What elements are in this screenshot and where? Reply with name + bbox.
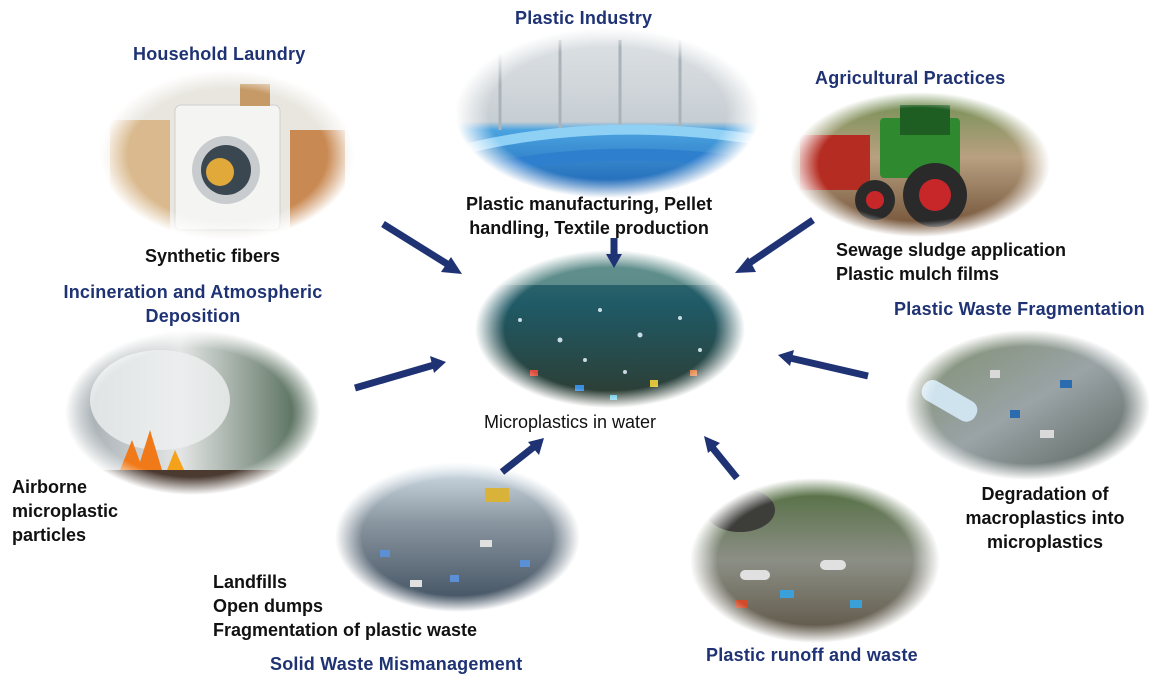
plastic-industry-line-2: handling, Textile production bbox=[469, 218, 709, 238]
incineration-line-1: Airborne bbox=[12, 477, 88, 497]
arrow-fragmentation bbox=[778, 350, 869, 380]
household-laundry-image bbox=[100, 70, 355, 240]
incineration-image bbox=[65, 330, 320, 495]
plastic-runoff-title: Plastic runoff and waste bbox=[706, 645, 918, 665]
plastic-industry-description: Plastic manufacturing, Pellet handling, … bbox=[466, 192, 712, 240]
incineration-line-3: particles bbox=[12, 525, 87, 545]
arrow-solid-waste bbox=[499, 438, 544, 475]
incineration-line-2: microplastic bbox=[12, 501, 119, 521]
agricultural-practices-title: Agricultural Practices bbox=[815, 68, 1006, 88]
household-laundry-title: Household Laundry bbox=[133, 44, 306, 64]
solid-waste-line-2: Open dumps bbox=[213, 596, 324, 616]
household-laundry-line: Synthetic fibers bbox=[145, 246, 281, 266]
solid-waste-mismanagement-title: Solid Waste Mismanagement bbox=[270, 654, 523, 674]
plastic-industry-title: Plastic Industry bbox=[515, 8, 653, 28]
plastic-waste-fragmentation-image bbox=[905, 330, 1150, 480]
household-laundry-description: Synthetic fibers bbox=[145, 244, 280, 268]
incineration-title-line-2: Deposition bbox=[145, 306, 241, 326]
arrows bbox=[354, 217, 869, 481]
agricultural-practices-image bbox=[790, 92, 1050, 237]
incineration-title: Incineration and Atmospheric Deposition bbox=[52, 280, 334, 328]
agricultural-line-1: Sewage sludge application bbox=[836, 240, 1067, 260]
solid-waste-mismanagement-image bbox=[335, 462, 580, 612]
agricultural-line-2: Plastic mulch films bbox=[836, 264, 1000, 284]
incineration-title-line-1: Incineration and Atmospheric bbox=[63, 282, 323, 302]
fragmentation-line-1: Degradation of bbox=[981, 484, 1109, 504]
plastic-waste-fragmentation-description: Degradation of macroplastics into microp… bbox=[960, 482, 1130, 554]
solid-waste-line-3: Fragmentation of plastic waste bbox=[213, 620, 478, 640]
plastic-industry-image bbox=[455, 28, 761, 198]
microplastics-water-image bbox=[475, 250, 745, 408]
arrow-laundry bbox=[381, 221, 462, 274]
solid-waste-mismanagement-description: Landfills Open dumps Fragmentation of pl… bbox=[213, 570, 477, 642]
arrow-agriculture bbox=[735, 217, 815, 273]
plastic-industry-line-1: Plastic manufacturing, Pellet bbox=[466, 194, 713, 214]
arrow-industry bbox=[606, 238, 622, 268]
center-label: Microplastics in water bbox=[484, 412, 657, 432]
solid-waste-line-1: Landfills bbox=[213, 572, 288, 592]
fragmentation-line-3: microplastics bbox=[986, 532, 1104, 552]
agricultural-practices-description: Sewage sludge application Plastic mulch … bbox=[836, 238, 1066, 286]
arrow-incineration bbox=[354, 356, 446, 392]
plastic-runoff-image bbox=[690, 478, 940, 643]
plastic-waste-fragmentation-title: Plastic Waste Fragmentation bbox=[894, 299, 1145, 319]
arrow-runoff bbox=[704, 436, 740, 481]
fragmentation-line-2: macroplastics into bbox=[965, 508, 1125, 528]
incineration-description: Airborne microplastic particles bbox=[12, 475, 118, 547]
